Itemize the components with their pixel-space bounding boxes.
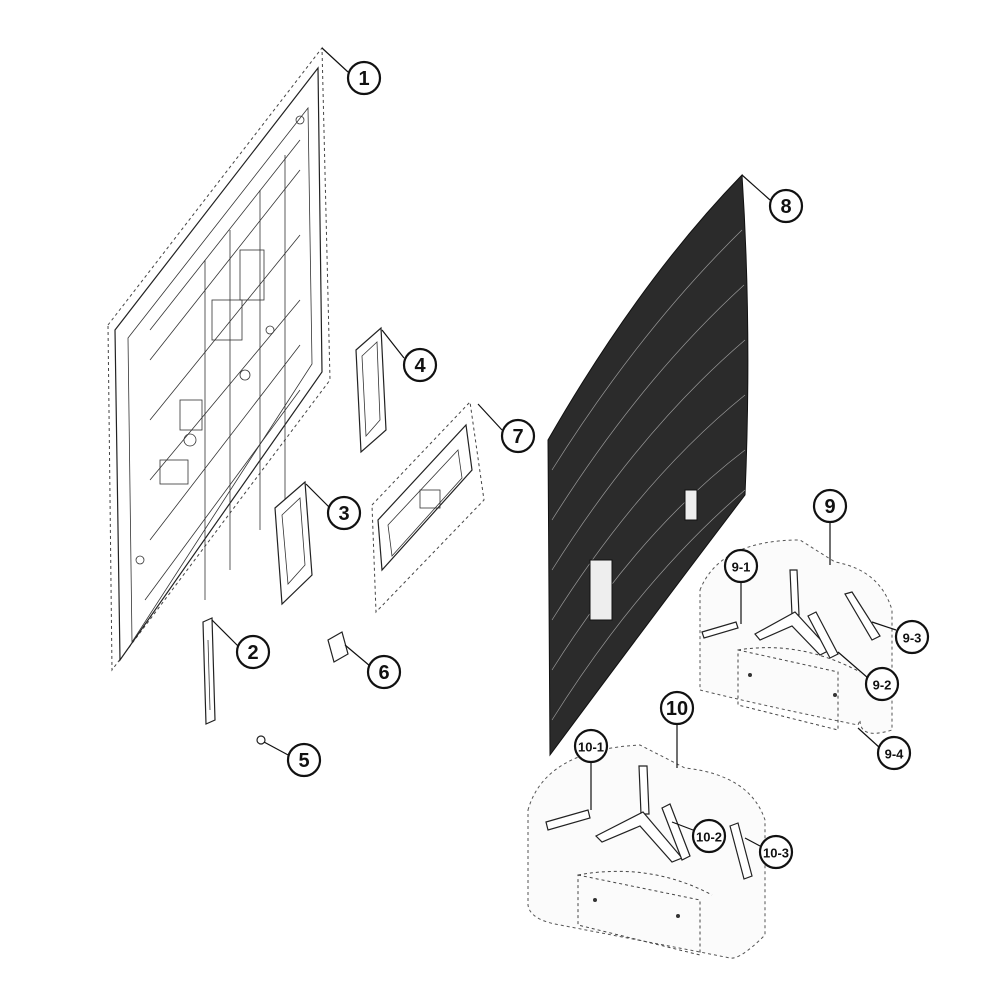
callout-5: 5 [286, 742, 322, 778]
part-6-module [327, 631, 349, 663]
callout-10-2-label: 10-2 [696, 830, 722, 845]
callout-2: 2 [235, 634, 271, 670]
part-2-bracket [202, 617, 216, 725]
callout-3-label: 3 [338, 503, 349, 525]
callout-9-4-label: 9-4 [885, 747, 905, 762]
callout-1: 1 [346, 60, 382, 96]
callout-9-1-label: 9-1 [732, 560, 751, 575]
callout-9-4: 9-4 [876, 735, 912, 771]
part-3-board [274, 480, 313, 606]
callout-2-label: 2 [247, 642, 258, 664]
part-9-stand-kit [699, 539, 893, 734]
callout-8: 8 [768, 188, 804, 224]
callout-10-2: 10-2 [691, 818, 727, 854]
callout-10-label: 10 [666, 698, 688, 720]
callout-9-1: 9-1 [723, 548, 759, 584]
callout-10-3-label: 10-3 [763, 846, 789, 861]
callout-3: 3 [326, 495, 362, 531]
callout-9-label: 9 [824, 496, 835, 518]
callout-7-label: 7 [512, 426, 523, 448]
callout-10-1: 10-1 [573, 728, 609, 764]
callout-9-2: 9-2 [864, 666, 900, 702]
callout-7: 7 [500, 418, 536, 454]
callout-1-label: 1 [358, 68, 369, 90]
callout-6: 6 [366, 654, 402, 690]
callout-5-label: 5 [298, 750, 309, 772]
part-8-rear-cover [547, 173, 749, 757]
callout-9-3-label: 9-3 [903, 631, 922, 646]
callout-10: 10 [659, 690, 695, 726]
callout-9-2-label: 9-2 [873, 678, 892, 693]
part-4-board [355, 326, 387, 454]
callout-4: 4 [402, 347, 438, 383]
callout-9-3: 9-3 [894, 619, 930, 655]
callout-10-1-label: 10-1 [578, 740, 604, 755]
part-1-main-panel [107, 46, 331, 672]
callout-4-label: 4 [414, 355, 426, 377]
callout-6-label: 6 [378, 662, 389, 684]
callout-8-label: 8 [780, 196, 791, 218]
part-5-screw [256, 735, 266, 745]
callout-10-3: 10-3 [758, 834, 794, 870]
callout-9: 9 [812, 488, 848, 524]
part-7-board-assembly [371, 400, 485, 614]
part-10-stand-kit [527, 744, 766, 959]
